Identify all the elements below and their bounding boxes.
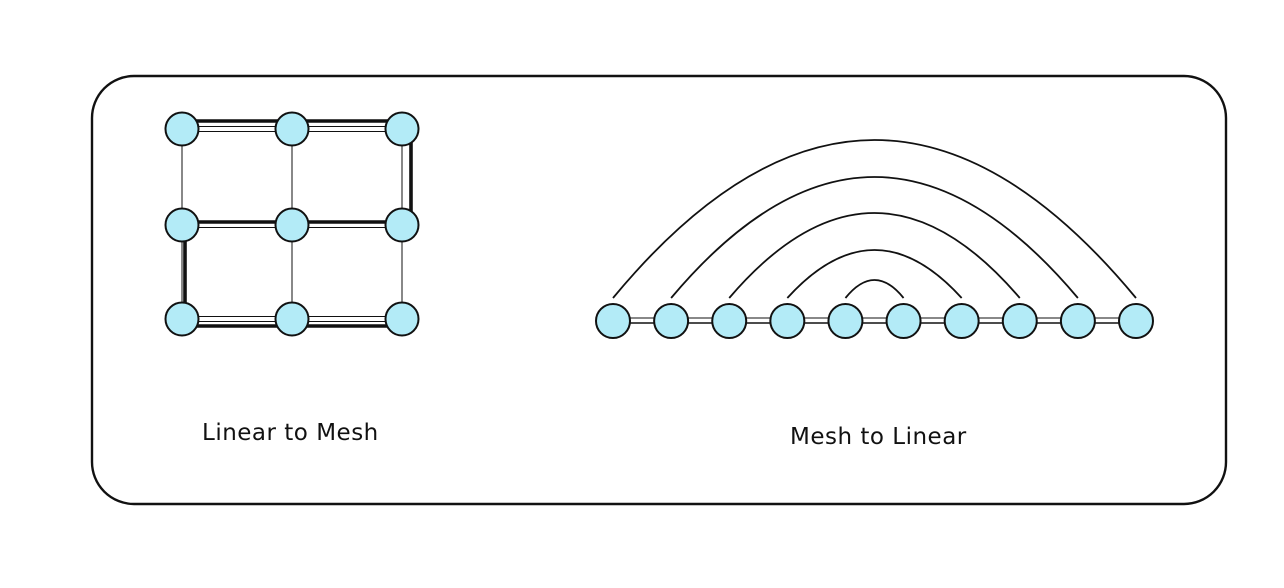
mesh-node: [274, 207, 310, 243]
linear-arc: [786, 249, 963, 299]
mesh-node: [164, 207, 200, 243]
linear-node: [1001, 303, 1038, 339]
mesh-to-linear-caption: Mesh to Linear: [790, 424, 967, 450]
linear-node: [827, 303, 864, 339]
mesh-node: [274, 301, 310, 337]
mesh-node: [164, 111, 200, 147]
mesh-node: [384, 301, 420, 337]
linear-node: [1059, 303, 1096, 339]
linear-arc: [670, 176, 1079, 299]
mesh-node: [164, 301, 200, 337]
mesh-topology: [164, 111, 420, 337]
mesh-node: [384, 111, 420, 147]
linear-node: [943, 303, 980, 339]
diagram-frame: [90, 74, 1228, 506]
linear-arc: [728, 212, 1021, 299]
linear-arc: [612, 139, 1137, 299]
linear-topology: [595, 139, 1154, 339]
linear-node: [711, 303, 748, 339]
linear-to-mesh-caption: Linear to Mesh: [202, 420, 379, 446]
linear-node: [595, 303, 631, 339]
linear-node: [769, 303, 806, 339]
linear-node: [885, 303, 922, 339]
linear-node: [1118, 303, 1154, 339]
linear-node: [653, 303, 690, 339]
linear-arc: [844, 279, 905, 299]
mesh-node: [274, 111, 310, 147]
mesh-node: [384, 207, 420, 243]
